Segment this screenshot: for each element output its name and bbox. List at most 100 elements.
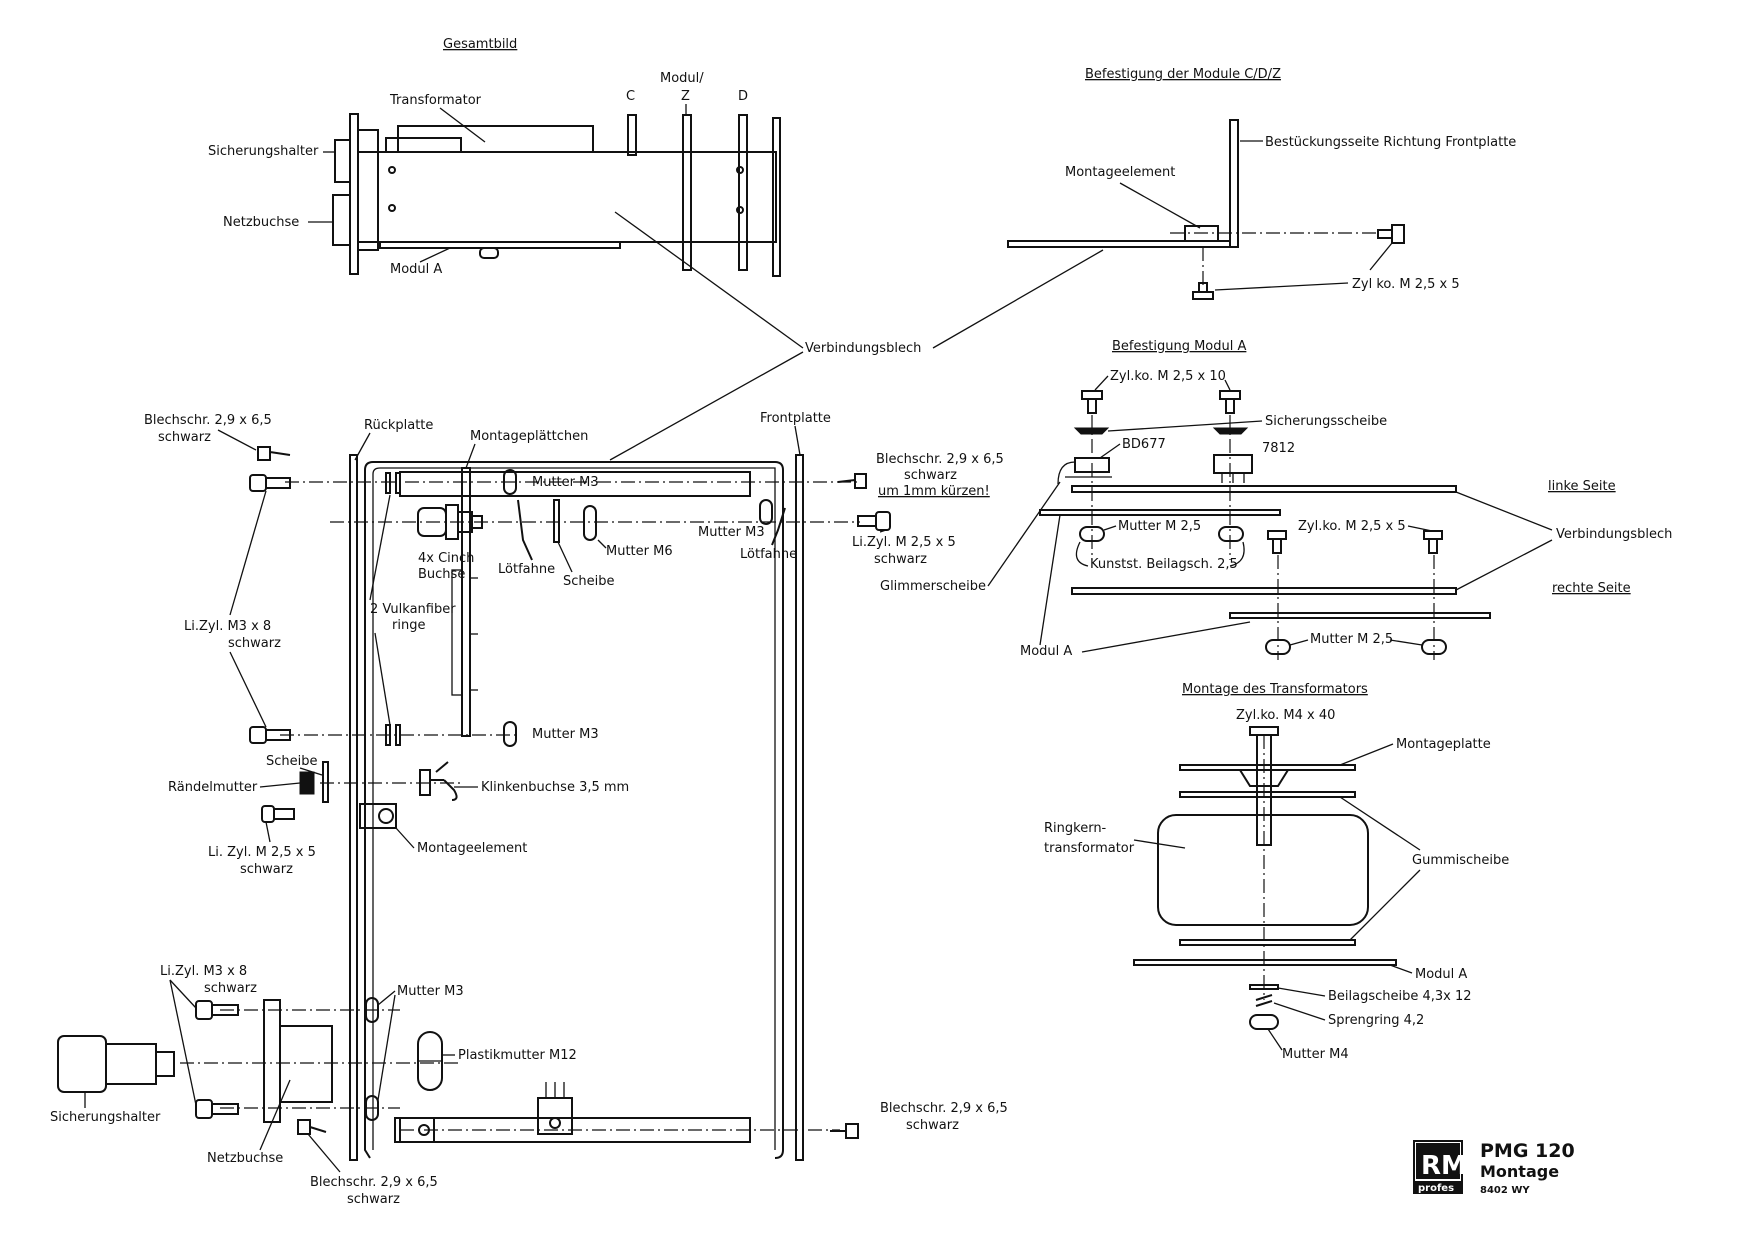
label-spreng: Sprengring 4,2 <box>1328 1013 1424 1028</box>
module-d <box>738 114 748 271</box>
label-zylko-cdz: Zyl ko. M 2,5 x 5 <box>1352 277 1460 292</box>
label-modul-a-top: Modul A <box>390 262 442 277</box>
label-beilag: Beilagscheibe 4,3x 12 <box>1328 989 1472 1004</box>
chassis-body <box>357 151 777 243</box>
label-blech3a: Blechschr. 2,9 x 6,5 <box>310 1175 438 1190</box>
modul-a-plate-lower <box>1229 612 1491 619</box>
heading-befestigung-a: Befestigung Modul A <box>1112 339 1246 354</box>
modul-a-plate-upper <box>1039 509 1281 516</box>
label-lizyl25d: schwarz <box>240 862 293 877</box>
montageplaettchen <box>461 467 471 737</box>
gesamtbild-view: Gesamtbild Transformator Modul/ C Z D Si… <box>208 37 1104 461</box>
label-sicherungsscheibe: Sicherungsscheibe <box>1265 414 1387 429</box>
raendelmutter <box>299 771 315 795</box>
gummischeibe-top <box>1179 791 1356 798</box>
label-mutter-m3b: Mutter M3 <box>698 525 765 540</box>
label-lizyl38d: schwarz <box>204 981 257 996</box>
label-modul-a-side: Modul A <box>1020 644 1072 659</box>
label-vulkan2: ringe <box>392 618 425 633</box>
label-lizyl25c: Li. Zyl. M 2,5 x 5 <box>208 845 316 860</box>
label-sicherungshalter-top: Sicherungshalter <box>208 144 319 159</box>
heading-montage-trafo: Montage des Transformators <box>1182 682 1368 697</box>
label-zylko-5: Zyl.ko. M 2,5 x 5 <box>1298 519 1406 534</box>
rear-plate <box>349 113 359 275</box>
label-lizyl38c: Li.Zyl. M3 x 8 <box>160 964 247 979</box>
label-raendelmutter: Rändelmutter <box>168 780 258 795</box>
label-montageplatte: Montageplatte <box>1396 737 1491 752</box>
label-cinch1: 4x Cinch <box>418 551 474 566</box>
trafo-montageplatte <box>1179 764 1356 771</box>
reg-7812-body <box>1213 454 1253 474</box>
label-verbindungsblech-main: Verbindungsblech <box>805 341 921 356</box>
label-transformator: Transformator <box>389 93 482 108</box>
label-blech4b: schwarz <box>906 1118 959 1133</box>
label-kunstst: Kunstst. Beilagsch. 2,5 <box>1090 557 1238 572</box>
main-assembly-view: Blechschr. 2,9 x 6,5 schwarz Rückplatte … <box>50 411 1008 1207</box>
label-frontplatte: Frontplatte <box>760 411 831 426</box>
label-7812: 7812 <box>1262 441 1295 456</box>
label-bestueckung: Bestückungsseite Richtung Frontplatte <box>1265 135 1516 150</box>
drawing-code: 8402 WY <box>1480 1185 1530 1196</box>
label-trafo-zylko: Zyl.ko. M4 x 40 <box>1236 708 1335 723</box>
label-bd677: BD677 <box>1122 437 1166 452</box>
module-z <box>682 114 692 271</box>
label-montageelement-main: Montageelement <box>417 841 527 856</box>
label-ringkern-2: transformator <box>1044 841 1135 856</box>
logo-top: RM <box>1421 1151 1467 1181</box>
label-klinke: Klinkenbuchse 3,5 mm <box>481 780 629 795</box>
label-netzbuchse-main: Netzbuchse <box>207 1151 283 1166</box>
label-d: D <box>738 89 748 104</box>
modul-a-plate <box>379 241 621 249</box>
label-zylko-10: Zyl.ko. M 2,5 x 10 <box>1110 369 1226 384</box>
label-sicherungshalter-main: Sicherungshalter <box>50 1110 161 1125</box>
befestigung-modul-a-view: Befestigung Modul A <box>880 339 1672 660</box>
label-mutter-25b: Mutter M 2,5 <box>1310 632 1393 647</box>
trafo-modul-a-plate <box>1133 959 1397 966</box>
label-cinch2: Buchse <box>418 567 465 582</box>
label-blech1a: Blechschr. 2,9 x 6,5 <box>144 413 272 428</box>
heading-befestigung-cdz: Befestigung der Module C/D/Z <box>1085 67 1281 82</box>
label-trafo-modul-a: Modul A <box>1415 967 1467 982</box>
label-scheibe2: Scheibe <box>266 754 318 769</box>
label-loetfahne: Lötfahne <box>498 562 555 577</box>
montageelement-main <box>359 803 397 829</box>
montage-trafo-view: Montage des Transformators Zyl.ko. M4 x … <box>1044 682 1509 1062</box>
rueckplatte <box>349 454 358 1161</box>
label-z: Z <box>681 89 690 104</box>
label-plastikmutter: Plastikmutter M12 <box>458 1048 577 1063</box>
label-verbindungsblech-a: Verbindungsblech <box>1556 527 1672 542</box>
label-scheibe: Scheibe <box>563 574 615 589</box>
fuse-holder-block <box>334 139 351 183</box>
label-montageplaettchen: Montageplättchen <box>470 429 588 444</box>
label-vulkan1: 2 Vulkanfiber <box>370 602 456 617</box>
label-mutter-25: Mutter M 2,5 <box>1118 519 1201 534</box>
cdz-module <box>1229 119 1239 248</box>
label-netzbuchse-top: Netzbuchse <box>223 215 299 230</box>
label-lizyl25a: Li.Zyl. M 2,5 x 5 <box>852 535 956 550</box>
label-blech1b: schwarz <box>158 430 211 445</box>
label-blech4a: Blechschr. 2,9 x 6,5 <box>880 1101 1008 1116</box>
front-plate-small <box>772 117 781 277</box>
label-blech2b: schwarz <box>904 468 957 483</box>
logo-bottom: profes <box>1418 1183 1454 1194</box>
label-ringkern-1: Ringkern- <box>1044 821 1107 836</box>
gummischeibe-bottom <box>1179 939 1356 946</box>
model-title: PMG 120 <box>1480 1140 1575 1162</box>
power-socket-flange <box>263 999 281 1123</box>
label-mutter-m3c: Mutter M3 <box>532 727 599 742</box>
label-blech2a: Blechschr. 2,9 x 6,5 <box>876 452 1004 467</box>
linke-seite-sheet <box>1071 485 1457 493</box>
rechte-seite-sheet <box>1071 587 1457 595</box>
fuse-holder <box>57 1035 107 1093</box>
label-blech3b: schwarz <box>347 1192 400 1207</box>
model-subtitle: Montage <box>1480 1162 1559 1181</box>
label-modul: Modul/ <box>660 71 704 86</box>
befestigung-cdz-view: Befestigung der Module C/D/Z Bestückungs… <box>1007 67 1516 300</box>
label-glimmerscheibe: Glimmerscheibe <box>880 579 986 594</box>
power-socket-body <box>279 1025 333 1103</box>
ringkern-transformer <box>1157 814 1369 926</box>
heading-gesamtbild: Gesamtbild <box>443 37 517 52</box>
label-mutter-m3: Mutter M3 <box>532 475 599 490</box>
label-mutter-m6: Mutter M6 <box>606 544 673 559</box>
